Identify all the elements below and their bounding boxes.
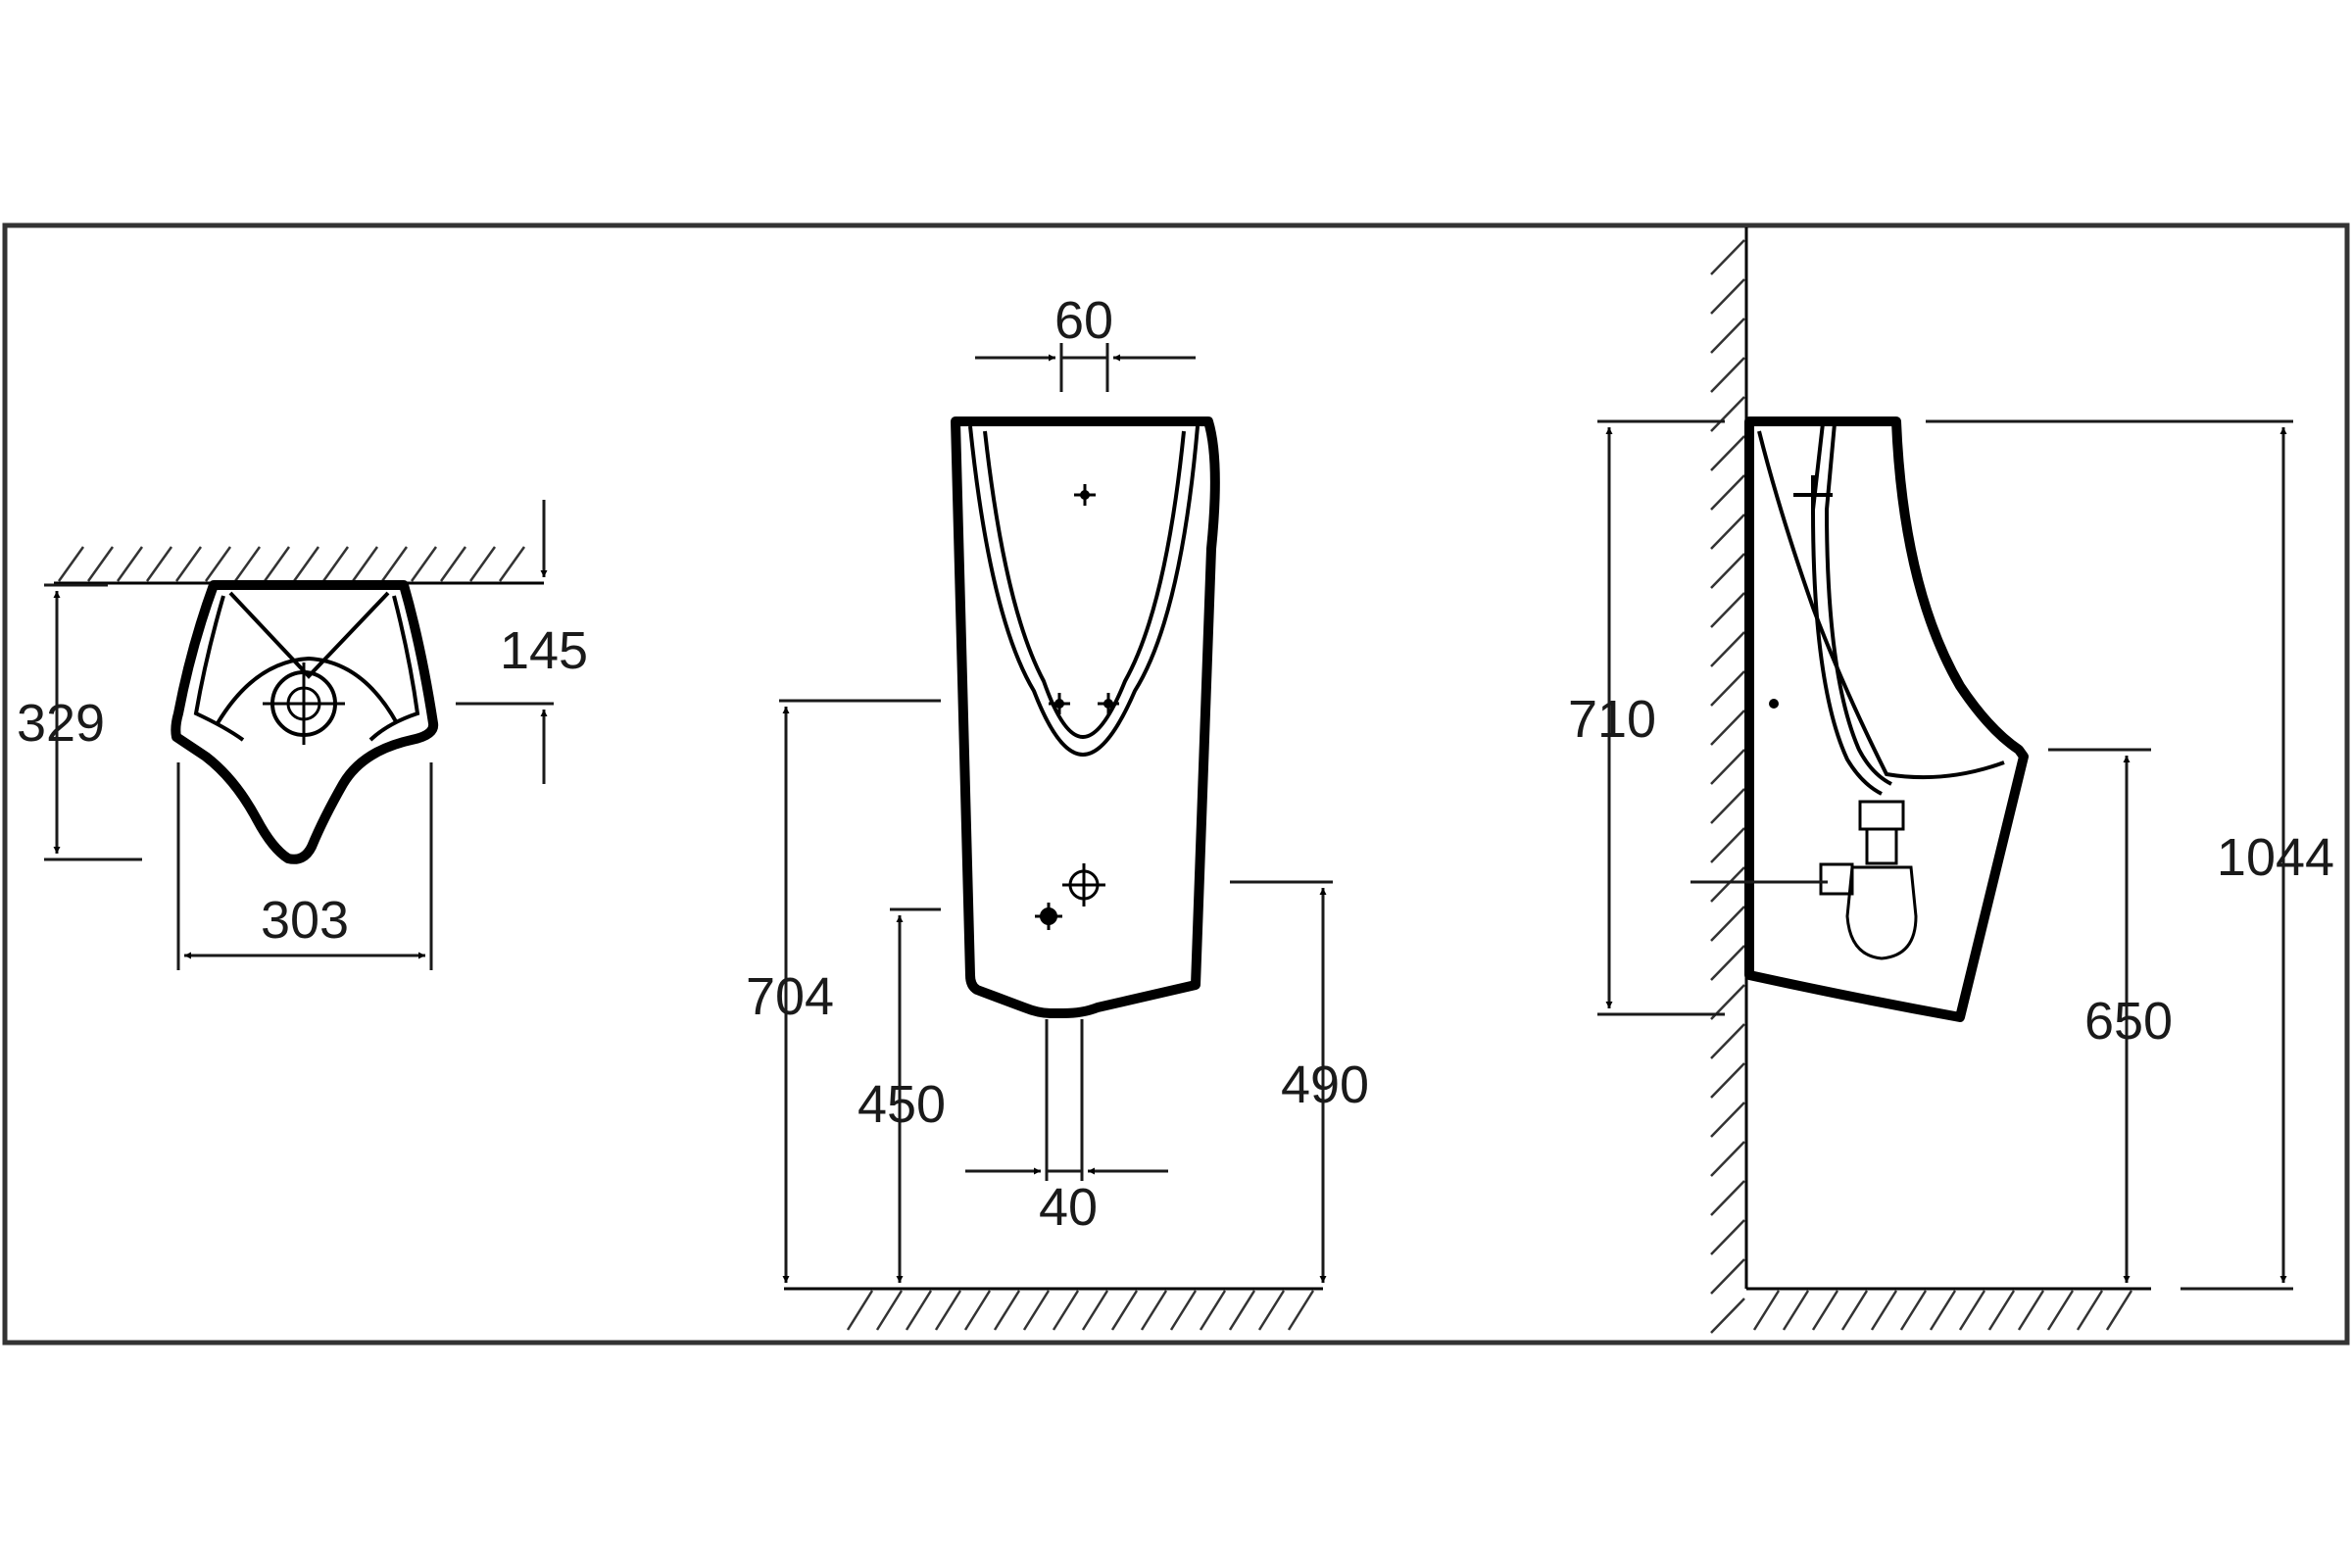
side-view-supply-pipe-2 [1824, 422, 1892, 786]
side-view-wall-hatch [1710, 239, 1745, 1334]
front-view-floor-hatch [846, 1290, 1315, 1331]
side-view-supply-pipe [1810, 422, 1883, 796]
top-view-wall-hatch [57, 546, 526, 582]
dim-450-label: 450 [858, 1075, 946, 1134]
front-view-bowl-inner [983, 430, 1186, 740]
side-view-floor-hatch [1752, 1290, 2133, 1331]
dim-490-label: 490 [1281, 1055, 1369, 1114]
top-view-inner-v [228, 591, 390, 679]
front-view-bowl-outer [968, 425, 1200, 758]
side-view: 710 1044 650 [1568, 227, 2334, 1334]
dim-650-label: 650 [2084, 992, 2173, 1051]
front-view-drain-hole [1062, 863, 1105, 906]
dim-40-label: 40 [1039, 1178, 1098, 1237]
top-view-inner-right [368, 595, 420, 742]
side-view-trap [1819, 800, 1918, 960]
dim-145-label: 145 [500, 621, 588, 680]
side-view-urinal-outline [1744, 416, 2029, 1022]
top-view: 329 303 145 [17, 500, 588, 970]
dim-704-label: 704 [746, 967, 834, 1026]
front-view: 60 704 450 490 40 [746, 291, 1369, 1331]
dim-710-label: 710 [1568, 690, 1656, 749]
front-view-small-hole [1035, 903, 1062, 930]
front-view-mount-hole-top [1074, 484, 1096, 506]
dim-1044-label: 1044 [2217, 828, 2334, 887]
side-view-bowl-inner [1757, 430, 2005, 780]
front-view-urinal-outline [951, 416, 1220, 1018]
dim-60-label: 60 [1054, 291, 1113, 350]
dim-329-label: 329 [17, 694, 105, 753]
top-view-bowl [216, 656, 399, 725]
dim-303-label: 303 [261, 891, 349, 950]
top-view-inner-left [193, 595, 245, 742]
drawing-frame [2, 222, 2350, 1346]
front-view-mount-holes-mid [1049, 693, 1119, 714]
